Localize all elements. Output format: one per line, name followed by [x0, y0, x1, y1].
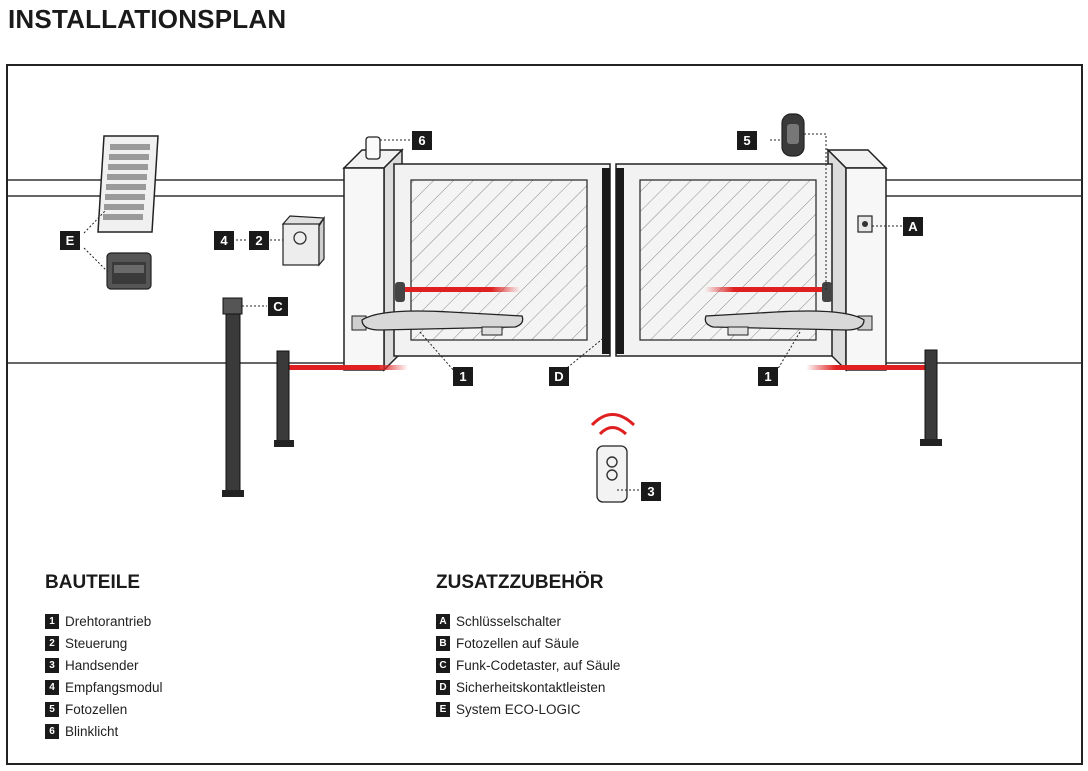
legend-label: Sicherheitskontaktleisten [456, 679, 606, 695]
legend-accessories-heading: ZUSATZZUBEHÖR [436, 572, 604, 593]
legend-item: 2 Steuerung [45, 632, 163, 654]
legend-key: B [436, 635, 450, 651]
legend-item: 6 Blinklicht [45, 720, 163, 742]
marker-flash: 6 [412, 131, 432, 150]
svg-text:E: E [66, 233, 75, 248]
right-pillar [826, 148, 888, 372]
legend-item: E System ECO-LOGIC [436, 698, 620, 720]
legend-key: D [436, 679, 450, 695]
page-title: INSTALLATIONSPLAN [8, 4, 287, 34]
legend-components: BAUTEILE 1 Drehtorantrieb 2 Steuerung 3 Han… [45, 572, 163, 742]
legend-key: 5 [45, 701, 59, 717]
svg-text:C: C [273, 299, 283, 314]
legend-item: 3 Handsender [45, 654, 163, 676]
marker-keypad: C [268, 297, 288, 316]
legend-label: Fotozellen auf Säule [456, 635, 580, 651]
legend-key: A [436, 613, 450, 629]
marker-operator-left: 1 [453, 367, 473, 386]
marker-operator-right: 1 [758, 367, 778, 386]
legend-label: Steuerung [65, 635, 128, 651]
marker-control: 2 [249, 231, 269, 250]
legend-accessories: ZUSATZZUBEHÖR A Schlüsselschalter B Fotoze… [436, 572, 620, 720]
marker-keyswitch: A [903, 217, 923, 236]
svg-text:2: 2 [255, 233, 262, 248]
legend-item: D Sicherheitskontaktleisten [436, 676, 620, 698]
battery-box [83, 247, 152, 290]
marker-photocell: 5 [737, 131, 757, 150]
legend-item: 4 Empfangsmodul [45, 676, 163, 698]
marker-remote: 3 [641, 482, 661, 501]
photocell-post-left [274, 350, 294, 447]
legend-label: Blinklicht [65, 723, 119, 739]
legend-item: 1 Drehtorantrieb [45, 610, 163, 632]
gate-operator-right [704, 310, 873, 336]
svg-text:5: 5 [743, 133, 750, 148]
svg-text:D: D [554, 369, 563, 384]
legend-key: C [436, 657, 450, 673]
photocell-post-beams [288, 365, 926, 370]
control-unit [236, 215, 326, 267]
legend-label: Handsender [65, 657, 139, 673]
marker-edges: D [549, 367, 569, 386]
svg-text:A: A [908, 219, 918, 234]
marker-solar: E [60, 231, 80, 250]
legend-label: System ECO-LOGIC [456, 701, 581, 717]
flash-light [365, 136, 410, 160]
legend-item: B Fotozellen auf Säule [436, 632, 620, 654]
svg-text:6: 6 [418, 133, 425, 148]
legend-label: Fotozellen [65, 701, 128, 717]
legend-components-heading: BAUTEILE [45, 572, 140, 593]
photocell-gate [395, 282, 832, 302]
legend-label: Schlüsselschalter [456, 613, 562, 629]
photocell-post-right [920, 349, 942, 446]
legend-item: A Schlüsselschalter [436, 610, 620, 632]
marker-receiver: 4 [214, 231, 234, 250]
legend-key: 2 [45, 635, 59, 651]
photocell-device [770, 113, 827, 290]
remote-control [590, 413, 640, 503]
legend-key: 3 [45, 657, 59, 673]
svg-text:1: 1 [764, 369, 771, 384]
svg-text:3: 3 [647, 484, 654, 499]
legend-item: 5 Fotozellen [45, 698, 163, 720]
legend-label: Funk-Codetaster, auf Säule [456, 657, 621, 673]
gate-operator-left [351, 310, 524, 336]
legend-label: Drehtorantrieb [65, 613, 152, 629]
legend-key: 4 [45, 679, 59, 695]
legend-key: 1 [45, 613, 59, 629]
svg-text:1: 1 [459, 369, 466, 384]
keypad-post [222, 297, 267, 497]
legend-item: C Funk-Codetaster, auf Säule [436, 654, 620, 676]
legend-key: 6 [45, 723, 59, 739]
solar-panel [83, 135, 159, 234]
legend-key: E [436, 701, 450, 717]
svg-text:4: 4 [220, 233, 228, 248]
legend-label: Empfangsmodul [65, 679, 163, 695]
leader-lines [419, 331, 801, 373]
diagram-frame [6, 64, 1083, 765]
key-switch [857, 215, 902, 233]
